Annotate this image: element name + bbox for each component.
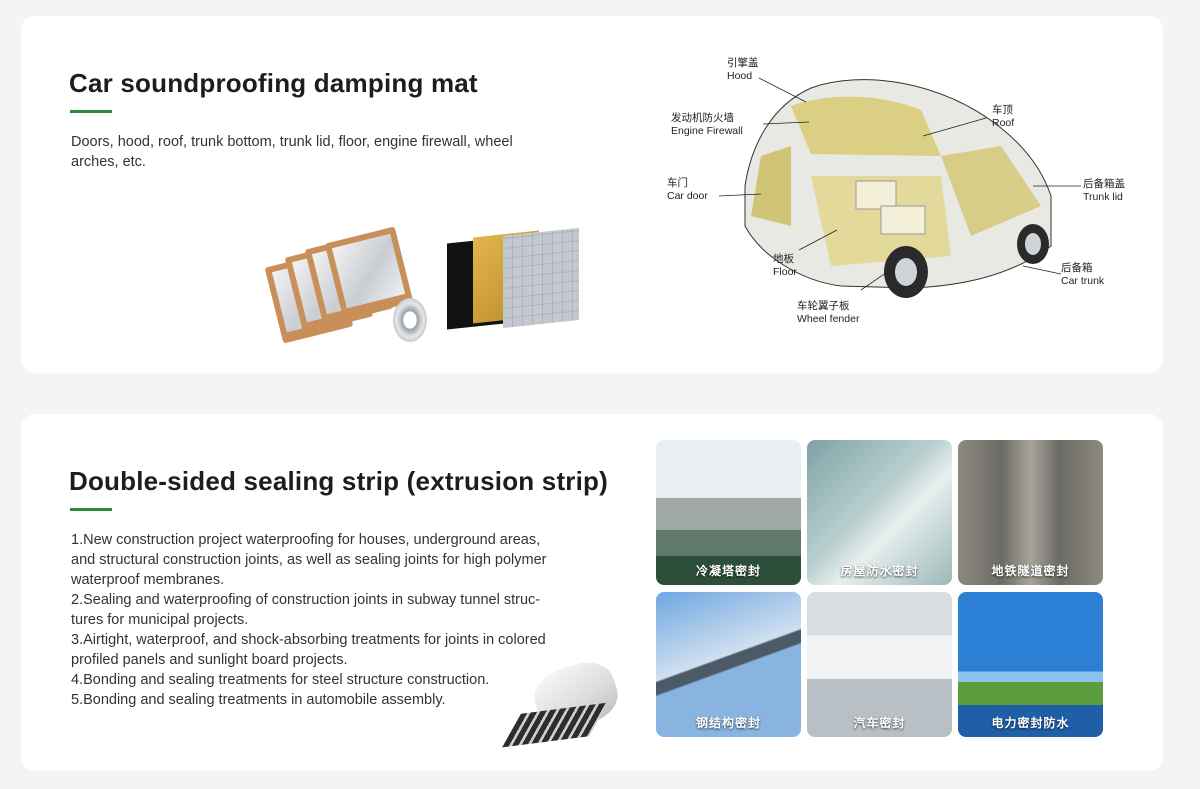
label-car-door: 车门 Car door bbox=[667, 177, 708, 202]
title-underline bbox=[70, 508, 112, 511]
application-tile-subway-tunnel: 地铁隧道密封 bbox=[958, 440, 1103, 585]
description-line: 4.Bonding and sealing treatments for ste… bbox=[71, 672, 490, 688]
tile-caption: 房屋防水密封 bbox=[840, 564, 919, 578]
tile-caption: 冷凝塔密封 bbox=[695, 564, 761, 578]
strip-tape bbox=[502, 702, 608, 748]
description-line: waterproof membranes. bbox=[71, 572, 225, 588]
damping-mat-product-image bbox=[264, 226, 579, 356]
application-tile-house-waterproofing: 房屋防水密封 bbox=[807, 440, 952, 585]
sealing-strip-roll-image bbox=[502, 654, 625, 752]
description-line: Doors, hood, roof, trunk bottom, trunk l… bbox=[71, 134, 513, 150]
application-tile-steel-structure: 钢结构密封 bbox=[656, 592, 801, 737]
sealing-strip-card: Double-sided sealing strip (extrusion st… bbox=[21, 414, 1163, 771]
description-line: 1.New construction project waterproofing… bbox=[71, 532, 541, 548]
application-tile-automobile: 汽车密封 bbox=[807, 592, 952, 737]
description-line: tures for municipal projects. bbox=[71, 612, 249, 628]
application-tile-cooling-tower: 冷凝塔密封 bbox=[656, 440, 801, 585]
label-engine-firewall: 发动机防火墙 Engine Firewall bbox=[671, 112, 743, 137]
description-line: 3.Airtight, waterproof, and shock-absorb… bbox=[71, 632, 546, 648]
tile-caption: 钢结构密封 bbox=[695, 716, 761, 730]
tile-caption: 地铁隧道密封 bbox=[991, 564, 1070, 578]
label-car-trunk: 后备箱 Car trunk bbox=[1061, 262, 1105, 287]
damping-mat-description: Doors, hood, roof, trunk bottom, trunk l… bbox=[71, 132, 571, 172]
description-line: 5.Bonding and sealing treatments in auto… bbox=[71, 692, 446, 708]
foil-tape-roll bbox=[393, 298, 427, 342]
tile-caption: 汽车密封 bbox=[853, 716, 906, 730]
description-line: profiled panels and sunlight board proje… bbox=[71, 652, 348, 668]
application-tile-power: 电力密封防水 bbox=[958, 592, 1103, 737]
label-wheel-fender: 车轮翼子板 Wheel fender bbox=[797, 300, 860, 325]
car-diagram: 引擎盖 Hood 发动机防火墙 Engine Firewall 车门 Car d… bbox=[641, 36, 1141, 356]
title-underline bbox=[70, 110, 112, 113]
description-line: and structural construction joints, as w… bbox=[71, 552, 547, 568]
application-photo-grid: 冷凝塔密封 房屋防水密封 地铁隧道密封 钢结构密封 汽车密封 电力密封防水 bbox=[656, 440, 1104, 738]
label-trunk-lid: 后备箱盖 Trunk lid bbox=[1083, 178, 1125, 203]
damping-mat-title: Car soundproofing damping mat bbox=[69, 68, 478, 98]
label-hood: 引擎盖 Hood bbox=[727, 57, 759, 82]
label-roof: 车顶 Roof bbox=[992, 104, 1015, 129]
sealing-strip-description: 1.New construction project waterproofing… bbox=[71, 530, 571, 710]
damping-mat-card: Car soundproofing damping mat Doors, hoo… bbox=[21, 16, 1163, 373]
sealing-strip-title: Double-sided sealing strip (extrusion st… bbox=[69, 466, 608, 496]
description-line: arches, etc. bbox=[71, 154, 146, 170]
car-illustration bbox=[718, 77, 1081, 298]
foil-mat-sheet bbox=[503, 228, 579, 328]
description-line: 2.Sealing and waterproofing of construct… bbox=[71, 592, 541, 608]
label-floor: 地板 Floor bbox=[773, 253, 797, 278]
tile-caption: 电力密封防水 bbox=[991, 716, 1070, 730]
